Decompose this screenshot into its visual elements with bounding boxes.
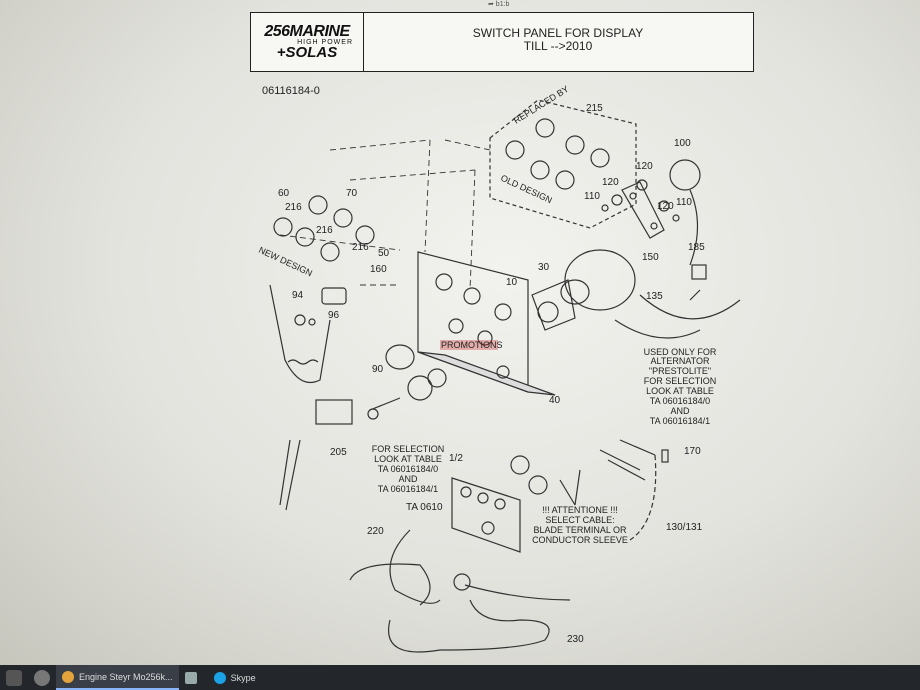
svg-text:LOOK AT TABLE: LOOK AT TABLE (646, 386, 714, 396)
attention-note: !!! ATTENTIONE !!! SELECT CABLE: BLADE T… (532, 505, 628, 545)
part-number-label: 1/2 (449, 453, 463, 464)
part-number-label: 185 (688, 242, 705, 253)
logo-partner: +SOLAS (276, 44, 338, 61)
part-number-label: 10 (506, 277, 518, 288)
svg-text:AND: AND (398, 474, 418, 484)
taskbar-app-label: Skype (230, 672, 256, 683)
part-number-label: 70 (346, 188, 358, 199)
svg-text:SELECT CABLE:: SELECT CABLE: (545, 515, 614, 525)
parts-diagram-document: 256MARINE HIGH POWER +SOLAS SWITCH PANEL… (232, 0, 792, 665)
title-block: 256MARINE HIGH POWER +SOLAS SWITCH PANEL… (250, 12, 754, 72)
exploded-view-diagram: PROMOTIONS 60 70 216 216 216 50 160 10 30 215 100 1… (257, 84, 741, 653)
part-number-label: 170 (684, 446, 701, 457)
part-number-label: 150 (642, 252, 659, 263)
brand-logo: 256MARINE HIGH POWER +SOLAS (251, 13, 364, 71)
part-number-label: TA 0610 (406, 502, 443, 513)
toolbar-hint: ➦ b1:b (488, 1, 510, 8)
wiring-harness-main (614, 289, 741, 339)
part-number-label: 220 (367, 526, 384, 537)
svg-text:TA 06016184/0: TA 06016184/0 (378, 464, 438, 474)
part-number-label: 30 (538, 262, 550, 273)
part-number-label: 215 (586, 103, 603, 114)
svg-text:AND: AND (670, 406, 690, 416)
taskbar-app-label: Engine Steyr Mo256k... (79, 671, 173, 682)
taskbar-app-skype[interactable]: Skype (208, 665, 262, 690)
mail-icon (184, 671, 197, 684)
part-number-label: 60 (278, 188, 290, 199)
selection-note: FOR SELECTION LOOK AT TABLE TA 06016184/… (372, 444, 445, 494)
panel-brand-text: PROMOTIONS (441, 340, 503, 350)
alternator-note: USED ONLY FOR ALTERNATOR "PRESTOLITE" FO… (644, 347, 717, 426)
svg-text:TA 06016184/1: TA 06016184/1 (650, 416, 710, 426)
part-number-label: 90 (372, 364, 384, 375)
part-number-label: 110 (676, 197, 692, 208)
taskbar: Engine Steyr Mo256k... Skype (0, 665, 920, 690)
windows-start-icon[interactable] (6, 669, 22, 686)
skype-icon (213, 671, 226, 684)
switch-panel-backing (417, 351, 556, 396)
svg-text:FOR SELECTION: FOR SELECTION (644, 376, 717, 386)
part-number-label: 216 (285, 202, 302, 213)
subtitle-line: TILL -->2010 (523, 39, 593, 53)
taskbar-app-chrome[interactable]: Engine Steyr Mo256k... (56, 665, 179, 690)
chrome-icon (62, 670, 74, 683)
part-number-label: 205 (330, 447, 347, 458)
title-line: SWITCH PANEL FOR DISPLAY (472, 26, 644, 40)
svg-text:TA 06016184/0: TA 06016184/0 (650, 396, 710, 406)
svg-text:ALTERNATOR: ALTERNATOR (650, 356, 710, 366)
part-number-label: 216 (316, 225, 333, 236)
svg-text:BLADE TERMINAL OR: BLADE TERMINAL OR (533, 525, 627, 535)
taskbar-app-mail[interactable] (179, 665, 208, 690)
svg-text:"PRESTOLITE": "PRESTOLITE" (649, 366, 711, 376)
svg-text:FOR SELECTION: FOR SELECTION (372, 444, 445, 454)
part-number-label: 120 (602, 177, 619, 188)
part-number-label: 96 (328, 310, 340, 321)
gauge-housing (564, 249, 636, 311)
part-number-label: 110 (584, 191, 600, 202)
part-number-label: 120 (657, 201, 674, 212)
document-title: SWITCH PANEL FOR DISPLAY TILL -->2010 (363, 27, 753, 53)
part-number-label: 94 (292, 290, 304, 301)
svg-text:LOOK AT TABLE: LOOK AT TABLE (374, 454, 442, 464)
document-number: 06116184-0 (262, 85, 320, 97)
part-number-label: 100 (674, 138, 691, 149)
svg-text:TA 06016184/1: TA 06016184/1 (378, 484, 438, 494)
part-number-label: 135 (646, 291, 663, 302)
part-number-label: 216 (352, 242, 369, 253)
part-number-label: 120 (636, 161, 653, 172)
new-design-label: NEW DESIGN (257, 245, 314, 279)
svg-text:USED ONLY FOR: USED ONLY FOR (644, 347, 717, 357)
part-number-label: 50 (378, 248, 390, 259)
part-number-label: 230 (567, 634, 584, 645)
logo-tagline: HIGH POWER (297, 39, 353, 46)
svg-text:CONDUCTOR SLEEVE: CONDUCTOR SLEEVE (532, 535, 628, 545)
part-number-label: 130/131 (666, 522, 703, 533)
logo-brand: 256MARINE (264, 23, 350, 40)
part-number-label: 40 (549, 395, 561, 406)
part-number-label: 160 (370, 264, 387, 275)
monitor-screen: ➦ b1:b 256MARINE HIGH POWER +SOLAS SWITC… (0, 0, 920, 665)
search-icon[interactable] (34, 669, 50, 686)
small-switch-panel (451, 477, 521, 553)
svg-text:!!! ATTENTIONE !!!: !!! ATTENTIONE !!! (542, 505, 618, 515)
lanyard-coil (269, 284, 331, 384)
